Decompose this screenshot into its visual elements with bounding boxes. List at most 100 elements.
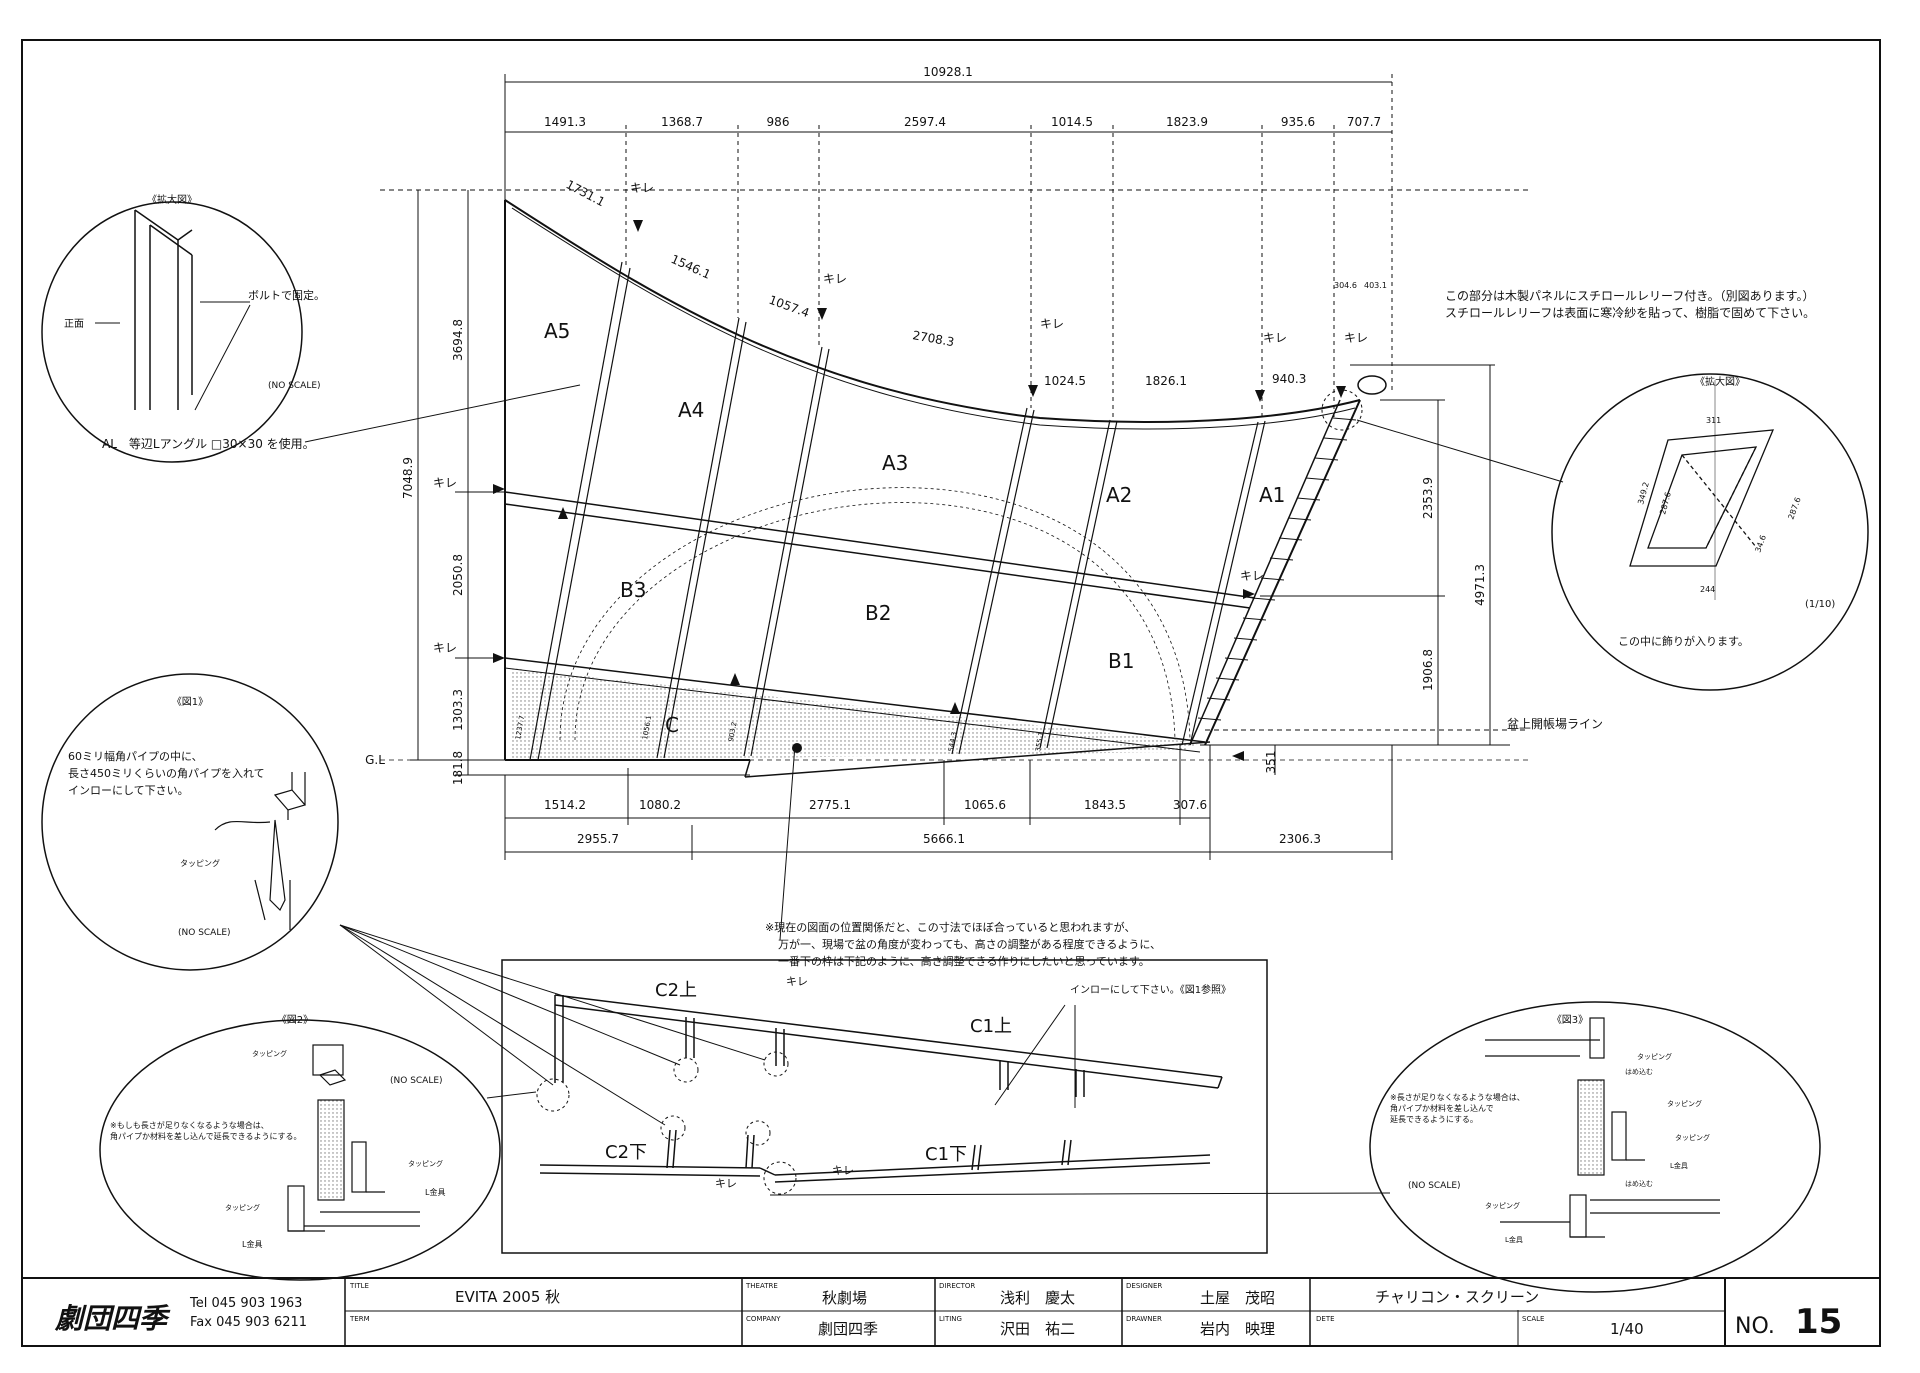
drawner-value: 岩内 映理 [1200, 1320, 1275, 1338]
tapping-label: タッピング [180, 858, 220, 868]
panel-label: B2 [865, 601, 891, 625]
kire-label: キレ [823, 272, 847, 286]
tapping-label: タッピング [1485, 1201, 1520, 1210]
insert-label: はめ込む [1625, 1179, 1653, 1188]
dim-value: 304.6 [1334, 281, 1357, 290]
dim-value: 2955.7 [577, 832, 619, 846]
dim-value: 707.7 [1347, 115, 1381, 129]
dim-value: 3694.8 [451, 319, 465, 361]
dim-value: 244 [1700, 585, 1715, 594]
l-bracket-label: L金具 [1670, 1161, 1688, 1170]
no-scale-label: (NO SCALE) [390, 1076, 443, 1086]
detail-title: 《図1》 [172, 696, 208, 708]
dimensions-right [1200, 364, 1525, 775]
scale-label: (1/10) [1805, 599, 1835, 610]
kire-markers: キレ キレ キレ キレ キレ キレ キレ キレ [433, 181, 1368, 655]
dimension-values-right: 2353.9 4971.3 1906.8 351 盆上開帳場ライン [1264, 477, 1603, 773]
dim-value: 1080.2 [639, 798, 681, 812]
detail-title: 《図3》 [1552, 1014, 1588, 1026]
panel-label: A2 [1106, 483, 1132, 507]
kire-label: キレ [715, 1177, 737, 1190]
dim-value: 1057.4 [767, 293, 811, 321]
insert-label: はめ込む [1625, 1067, 1653, 1076]
company-value: 劇団四季 [818, 1320, 878, 1338]
no-scale-label: (NO SCALE) [268, 381, 321, 391]
panel-label: A5 [544, 319, 570, 343]
director-value: 浅利 慶太 [1000, 1289, 1075, 1307]
frame-label: C2下 [605, 1142, 647, 1163]
dim-value: 4971.3 [1473, 564, 1487, 606]
detail-caption: この中に飾りが入ります。 [1618, 634, 1749, 648]
dim-value: 2775.1 [809, 798, 851, 812]
frame-label: C2上 [655, 980, 697, 1001]
dim-value: 1514.2 [544, 798, 586, 812]
bolt-label: ボルトで固定。 [248, 288, 325, 302]
detail-text: 長さ450ミリくらいの角パイプを入れて [68, 767, 265, 780]
dim-value: 935.6 [1281, 115, 1315, 129]
kire-label: キレ [1344, 331, 1368, 345]
front-label: 正面 [64, 319, 84, 330]
note-line: スチロールレリーフは表面に寒冷紗を貼って、樹脂で固めて下さい。 [1445, 305, 1815, 320]
no-scale-label: (NO SCALE) [1408, 1181, 1461, 1191]
panel-label: C [665, 713, 679, 737]
stage-line-label: 盆上開帳場ライン [1507, 717, 1603, 731]
figure-3-detail: 《図3》 ※長さが足りなくなるような場合は、 角パイプか材料を差し込んで 延長で… [769, 1001, 1821, 1293]
dim-value: 1014.5 [1051, 115, 1093, 129]
dim-value: 351 [1264, 751, 1278, 774]
tapping-label: タッピング [1637, 1052, 1672, 1061]
kire-label: キレ [1040, 317, 1064, 331]
tapping-label: タッピング [408, 1159, 443, 1168]
dim-value: 1024.5 [1044, 374, 1086, 388]
dim-value: 181.8 [451, 751, 465, 785]
panel-label: A4 [678, 398, 704, 422]
lighting-label: LITING [939, 1315, 962, 1323]
kire-label: キレ [832, 1164, 854, 1177]
dim-value: 1826.1 [1145, 374, 1187, 388]
figure-1-detail: 《図1》 60ミリ幅角パイプの中に、 長さ450ミリくらいの角パイプを入れて イ… [41, 673, 339, 971]
note-line: 万が一、現場で盆の角度が変わっても、高さの調整がある程度できるように、 [778, 937, 1161, 951]
panel-label: B1 [1108, 649, 1134, 673]
company-logo: 劇団四季 [54, 1302, 171, 1335]
dimensions-left [380, 190, 1530, 776]
inro-note: インローにして下さい。《図1参照》 [1070, 983, 1231, 996]
dim-value: 1546.1 [669, 252, 713, 282]
lighting-value: 沢田 祐二 [1000, 1320, 1075, 1338]
detail-text: 角パイプか材料を差し込んで延長できるようにする。 [110, 1131, 302, 1141]
dim-value: 7048.9 [401, 457, 415, 499]
enlarge-detail-2: 《拡大図》 311 349.2 287.6 287.6 34.6 244 (1/… [1356, 373, 1869, 691]
term-label: TERM [349, 1315, 370, 1323]
tapping-label: タッピング [1667, 1099, 1702, 1108]
dim-value: 2050.8 [451, 554, 465, 596]
dim-value: 1823.9 [1166, 115, 1208, 129]
gl-label: G.L [365, 753, 385, 767]
dim-value: 986 [767, 115, 790, 129]
date-label: DETE [1316, 1315, 1335, 1323]
dim-value: 2708.3 [911, 328, 955, 349]
dimension-values-curve: 1731.1 1546.1 1057.4 2708.3 1024.5 1826.… [564, 177, 1387, 388]
dim-value: 287.6 [1786, 496, 1802, 521]
l-bracket-label: L金具 [425, 1187, 445, 1197]
detail-text: インローにして下さい。 [68, 784, 189, 797]
detail-text: ※長さが足りなくなるような場合は、 [1390, 1092, 1525, 1102]
tapping-label: タッピング [1675, 1133, 1710, 1142]
note-line: 一番下の枠は下記のように、高さ調整できる作りにしたいと思っています。 [778, 954, 1150, 968]
detail-caption: AL 等辺Lアングル □30×30 を使用。 [102, 436, 315, 451]
dimension-values-bottom: 1514.2 1080.2 2775.1 1065.6 1843.5 307.6… [544, 798, 1321, 846]
detail-text: 60ミリ幅角パイプの中に、 [68, 750, 203, 763]
dim-value: 1906.8 [1421, 649, 1435, 691]
dim-value: 2306.3 [1279, 832, 1321, 846]
dim-value: 1065.6 [964, 798, 1006, 812]
dim-value: 355.1 [1034, 731, 1045, 752]
frame-label: C1上 [970, 1016, 1012, 1037]
scale-label: SCALE [1522, 1315, 1544, 1323]
l-bracket-label: L金具 [1505, 1235, 1523, 1244]
dim-value: 403.1 [1364, 281, 1387, 290]
note-line: ※現在の図面の位置関係だと、この寸法でほぼ合っていると思われますが、 [765, 920, 1135, 934]
panel-label: A1 [1259, 483, 1285, 507]
dimensions-bottom [504, 745, 1393, 860]
panel-label: B3 [620, 578, 646, 602]
dim-value: 544.3 [947, 731, 958, 752]
dim-value: 311 [1706, 416, 1721, 425]
title-block: 劇団四季 Tel 045 903 1963 Fax 045 903 6211 T… [22, 1277, 1880, 1346]
